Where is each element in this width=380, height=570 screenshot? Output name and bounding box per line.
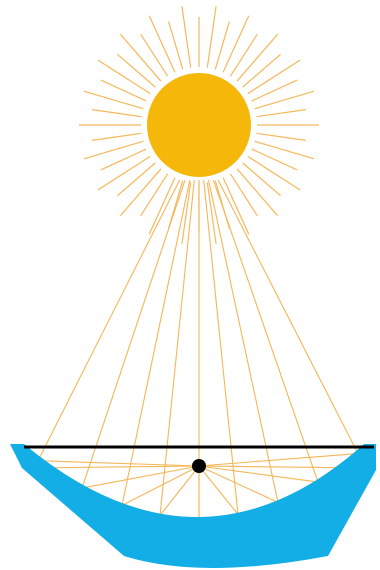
reflected-ray: [30, 466, 199, 468]
sun-ray: [92, 110, 142, 117]
incoming-ray: [213, 180, 318, 482]
sun-icon: [147, 73, 251, 177]
sun-ray: [84, 141, 143, 159]
sun-ray: [255, 91, 314, 109]
sun-ray: [248, 156, 300, 190]
sun-ray: [84, 91, 143, 109]
reflected-ray: [199, 454, 358, 466]
sun-ray: [92, 133, 142, 140]
focal-point-dot: [192, 459, 206, 473]
sun-ray: [243, 163, 281, 196]
reflected-ray: [122, 466, 199, 505]
sun-ray: [149, 178, 175, 234]
sun-ray: [230, 174, 257, 216]
sun-ray: [141, 34, 168, 76]
sun-ray: [117, 54, 155, 87]
sun-ray: [149, 16, 175, 72]
incoming-ray: [218, 180, 358, 454]
incoming-ray: [82, 180, 185, 488]
sun-ray: [223, 16, 249, 72]
sun-ray: [255, 141, 314, 159]
sun-ray: [256, 133, 306, 140]
sun-ray: [98, 60, 150, 94]
sun-ray: [98, 156, 150, 190]
sun-ray: [182, 6, 191, 67]
reflected-ray: [199, 466, 238, 514]
incoming-ray: [122, 180, 190, 505]
sun-ray: [243, 54, 281, 87]
reflected-ray: [160, 466, 199, 515]
sun-ray: [223, 178, 249, 234]
sun-ray: [141, 174, 168, 216]
sun-ray: [248, 60, 300, 94]
reflected-ray: [82, 466, 199, 488]
sun-ray: [117, 163, 155, 196]
reflected-ray: [38, 461, 199, 466]
sun-ray: [230, 34, 257, 76]
incoming-ray: [38, 180, 180, 461]
sun-ray: [207, 6, 216, 67]
sun-ray: [207, 182, 216, 243]
sun-ray: [256, 110, 306, 117]
